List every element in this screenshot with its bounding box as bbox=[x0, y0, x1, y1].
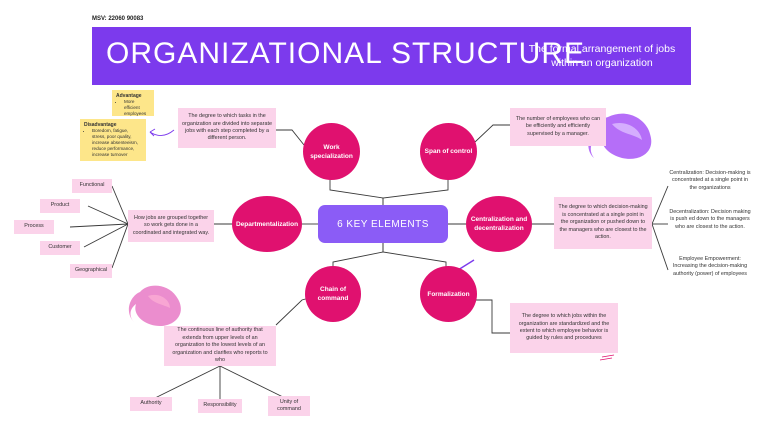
dept-type-process: Process bbox=[14, 220, 54, 234]
connector-span-def bbox=[474, 124, 510, 143]
work-definition: The degree to which tasks in the organiz… bbox=[178, 108, 276, 148]
dept-type-geographical: Geographical bbox=[70, 264, 112, 278]
connector-centralization bbox=[651, 185, 669, 225]
span-definition: The number of employees who can be effic… bbox=[510, 108, 606, 146]
dept-type-product: Product bbox=[40, 199, 80, 213]
chain-term-authority: Authority bbox=[130, 397, 172, 411]
chain-definition: The continuous line of authority that ex… bbox=[164, 326, 276, 366]
disadvantage-title: Disadvantage bbox=[84, 122, 117, 128]
connector-empowerment bbox=[651, 223, 669, 271]
connector-chain bbox=[332, 243, 384, 268]
connector-work-def bbox=[276, 129, 305, 146]
centralization-node: Centralization and decentralization bbox=[466, 196, 532, 252]
formal-definition: The degree to which jobs within the orga… bbox=[510, 303, 618, 353]
connector-functional bbox=[111, 185, 129, 225]
connector-product bbox=[87, 205, 129, 225]
pink-3d-shape bbox=[128, 285, 181, 326]
chain-term-unity: Unity of command bbox=[268, 396, 310, 416]
advantage-note: Advantage More efficient employees bbox=[112, 90, 154, 116]
chain-of-command-node: Chain of command bbox=[305, 266, 361, 322]
connector-process bbox=[69, 223, 129, 228]
dept-definition: How jobs are grouped together so work ge… bbox=[128, 210, 214, 242]
decentralization-text: Decentralization: Decision making is pus… bbox=[669, 209, 751, 230]
disadvantage-note: Disadvantage Boredom, fatigue, stress, p… bbox=[80, 119, 146, 161]
central-definition: The degree to which decision-making is c… bbox=[554, 197, 652, 249]
page-subtitle: The formal arrangement of jobs within an… bbox=[528, 43, 676, 69]
chain-term-responsibility: Responsibility bbox=[198, 399, 242, 413]
center-node: 6 KEY ELEMENTS bbox=[318, 205, 448, 243]
connector-unity bbox=[219, 365, 286, 399]
centralization-text: Centralization: Decision-making is conce… bbox=[669, 170, 751, 191]
formalization-node: Formalization bbox=[420, 266, 477, 322]
empowerment-text: Employee Empowerment: Increasing the dec… bbox=[672, 256, 748, 277]
note-arrow bbox=[149, 129, 175, 136]
work-specialization-node: Work specialization bbox=[303, 123, 360, 180]
msv-label: MSV: 22060 90083 bbox=[92, 16, 144, 22]
dept-type-functional: Functional bbox=[72, 179, 112, 193]
departmentalization-node: Departmentalization bbox=[232, 196, 302, 252]
advantage-item: More efficient employees bbox=[124, 99, 150, 117]
title-banner: ORGANIZATIONAL STRUCTURE The formal arra… bbox=[92, 27, 691, 85]
connector-geographical bbox=[111, 223, 129, 269]
connector-authority bbox=[154, 365, 221, 399]
dept-type-customer: Customer bbox=[40, 241, 80, 255]
connector-customer bbox=[83, 223, 129, 248]
page-title: ORGANIZATIONAL STRUCTURE bbox=[106, 37, 586, 70]
connector-formal bbox=[382, 243, 447, 268]
connector-span bbox=[382, 170, 449, 205]
advantage-title: Advantage bbox=[116, 93, 142, 99]
span-of-control-node: Span of control bbox=[420, 123, 477, 180]
disadvantage-item: Boredom, fatigue, stress, poor quality, … bbox=[92, 128, 142, 158]
